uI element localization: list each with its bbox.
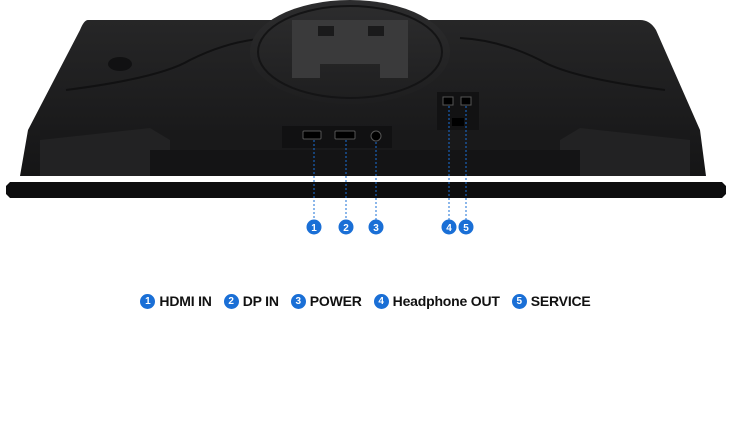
mount-slot-left — [318, 26, 334, 36]
svg-text:1: 1 — [311, 223, 317, 234]
legend-label-power: POWER — [309, 293, 362, 309]
legend-label-headphone-out: Headphone OUT — [392, 293, 500, 309]
control-joystick — [108, 57, 132, 71]
kensington-slot — [452, 118, 464, 126]
legend-number-1: 1 — [140, 293, 156, 309]
legend-number-2: 2 — [223, 293, 239, 309]
port-legend: 1 HDMI IN 2 DP IN 3 POWER 4 Headphone OU… — [0, 289, 731, 313]
callout-badge-1: 1 — [306, 219, 322, 235]
svg-text:2: 2 — [343, 223, 349, 234]
callout-badge-4: 4 — [441, 219, 457, 235]
legend-item-hdmi-in: 1 HDMI IN — [140, 293, 212, 309]
svg-text:3: 3 — [373, 223, 379, 234]
legend-item-dp-in: 2 DP IN — [223, 293, 279, 309]
monitor-left-foot-ridge — [40, 128, 170, 176]
legend-item-power: 3 POWER — [290, 293, 362, 309]
body-contour-right — [459, 37, 666, 91]
legend-item-headphone-out: 4 Headphone OUT — [373, 293, 500, 309]
callout-badge-3: 3 — [368, 219, 384, 235]
mount-slot-right — [368, 26, 384, 36]
legend-number-5: 5 — [511, 293, 527, 309]
stand-mount-inner — [257, 5, 443, 99]
legend-number-3: 3 — [290, 293, 306, 309]
callout-badge-2: 2 — [338, 219, 354, 235]
legend-item-service: 5 SERVICE — [511, 293, 591, 309]
dp-port — [334, 130, 356, 140]
svg-text:4: 4 — [446, 223, 452, 234]
svg-text:5: 5 — [463, 223, 469, 234]
power-port — [370, 130, 382, 142]
legend-label-dp-in: DP IN — [242, 293, 279, 309]
service-port — [460, 96, 472, 106]
callout-badge-5: 5 — [458, 219, 474, 235]
monitor-right-foot-ridge — [560, 128, 690, 176]
legend-label-service: SERVICE — [530, 293, 591, 309]
hdmi-port — [302, 130, 322, 140]
legend-number-4: 4 — [373, 293, 389, 309]
legend-label-hdmi-in: HDMI IN — [159, 293, 212, 309]
leader-lines — [313, 106, 467, 220]
headphone-port — [442, 96, 454, 106]
monitor-bezel-edge — [6, 182, 726, 198]
monitor-bottom-strip — [150, 150, 580, 176]
body-contour-left — [65, 37, 271, 91]
